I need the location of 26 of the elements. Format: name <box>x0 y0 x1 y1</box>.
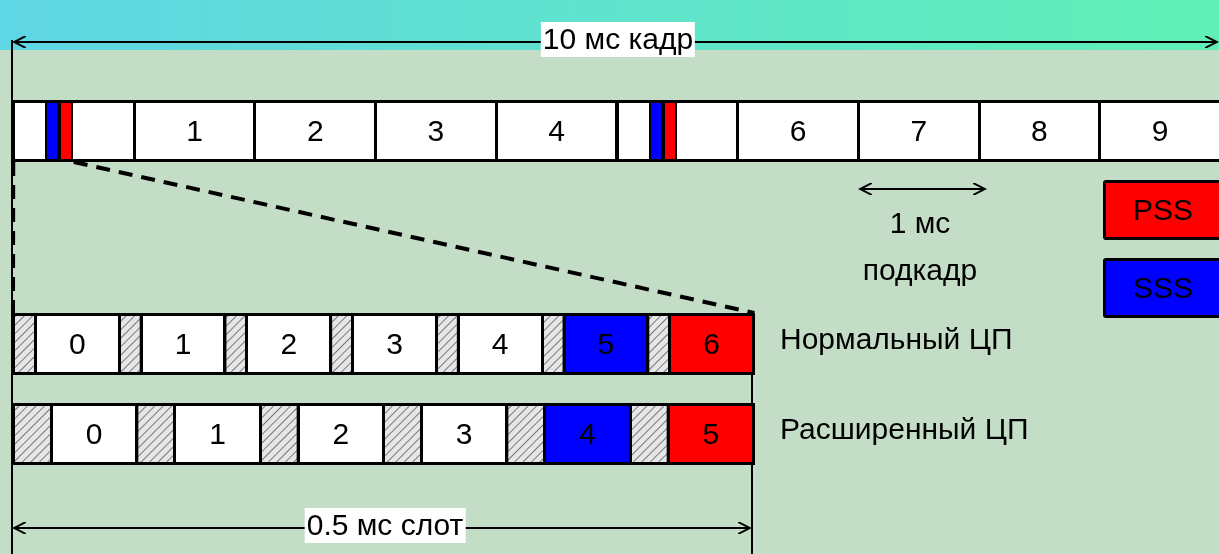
symbol-cell: 0 <box>34 313 121 375</box>
symbol-cell: 2 <box>296 403 385 465</box>
cp-type-label: Расширенный ЦП <box>780 412 1029 447</box>
symbol-cell: 3 <box>420 403 509 465</box>
symbol-cell: 9 <box>1098 100 1219 162</box>
symbol-cell: 4 <box>456 313 544 375</box>
symbol-cell: 0 <box>50 403 139 465</box>
cp-type-label: Нормальный ЦП <box>780 322 1013 357</box>
symbol-cell: 1 <box>173 403 262 465</box>
legend-swatch: PSS <box>1103 180 1219 240</box>
symbol-cell: 2 <box>245 313 333 375</box>
slot-duration-label: 0.5 мс слот <box>304 508 466 543</box>
zoom-line <box>73 160 755 315</box>
symbol-cell: 1 <box>139 313 227 375</box>
symbol-cell: 3 <box>351 313 438 375</box>
frame-duration-label: 10 мс кадр <box>540 22 696 57</box>
symbol-cell: 3 <box>374 100 498 162</box>
legend-swatch: SSS <box>1103 258 1219 318</box>
symbol-cell: 6 <box>668 313 755 375</box>
symbol-cell: 6 <box>736 100 860 162</box>
symbol-cell: 5 <box>666 403 755 465</box>
symbol-cell: 4 <box>543 403 632 465</box>
subframe-cell <box>12 100 136 162</box>
symbol-cell: 5 <box>562 313 650 375</box>
zoom-line <box>11 162 16 313</box>
subframe-duration-label: 1 мс подкадр <box>861 205 979 288</box>
